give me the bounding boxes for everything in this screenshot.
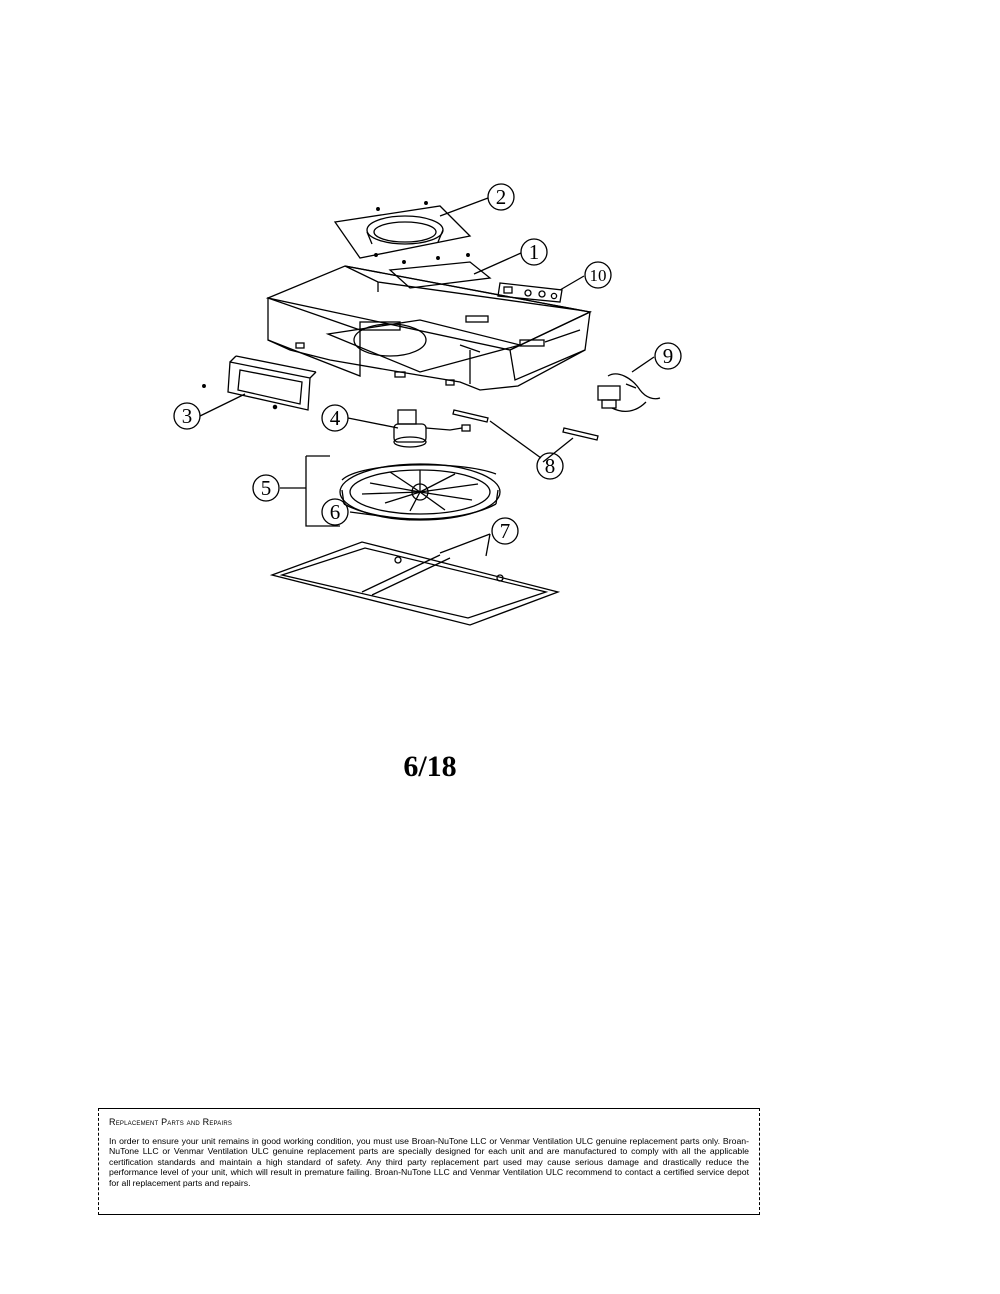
svg-text:3: 3: [182, 404, 193, 428]
blower-wheel-part: [339, 463, 501, 521]
svg-text:5: 5: [261, 476, 272, 500]
callout-leader-lines: [199, 197, 655, 557]
page-number: 6/18: [403, 750, 457, 783]
callout-9: 9: [654, 342, 682, 370]
notice-title: Replacement Parts and Repairs: [109, 1117, 233, 1127]
motor-part: [393, 409, 471, 448]
callout-10: 10: [584, 261, 612, 289]
svg-text:10: 10: [590, 266, 607, 285]
callout-3: 3: [173, 402, 201, 430]
callout-4: 4: [321, 404, 349, 432]
callout-1: 1: [520, 238, 548, 266]
callout-6: 6: [321, 498, 349, 526]
duct-damper-part: [333, 201, 472, 259]
wiring-harness-part: [597, 373, 661, 413]
top-plate-part: [388, 253, 492, 289]
callout-2: 2: [487, 183, 515, 211]
light-lens-part: [202, 355, 317, 411]
range-hood-body: [265, 265, 593, 391]
callout-5: 5: [252, 474, 280, 502]
notice-body: In order to ensure your unit remains in …: [109, 1135, 749, 1188]
svg-text:8: 8: [545, 454, 556, 478]
svg-text:1: 1: [529, 240, 540, 264]
svg-text:2: 2: [496, 185, 507, 209]
control-switch-part: [497, 282, 563, 303]
bracket-part: [452, 409, 599, 441]
callout-7: 7: [491, 517, 519, 545]
svg-text:9: 9: [663, 344, 674, 368]
callout-8: 8: [536, 452, 564, 480]
svg-text:7: 7: [500, 519, 511, 543]
replacement-parts-notice: Replacement Parts and Repairs In order t…: [98, 1108, 760, 1215]
svg-text:6: 6: [330, 500, 341, 524]
exploded-parts-diagram: 1 2 3 4 5 6 7 8 9 10: [173, 183, 682, 626]
svg-text:4: 4: [330, 406, 341, 430]
filter-panel-part: [269, 541, 561, 626]
